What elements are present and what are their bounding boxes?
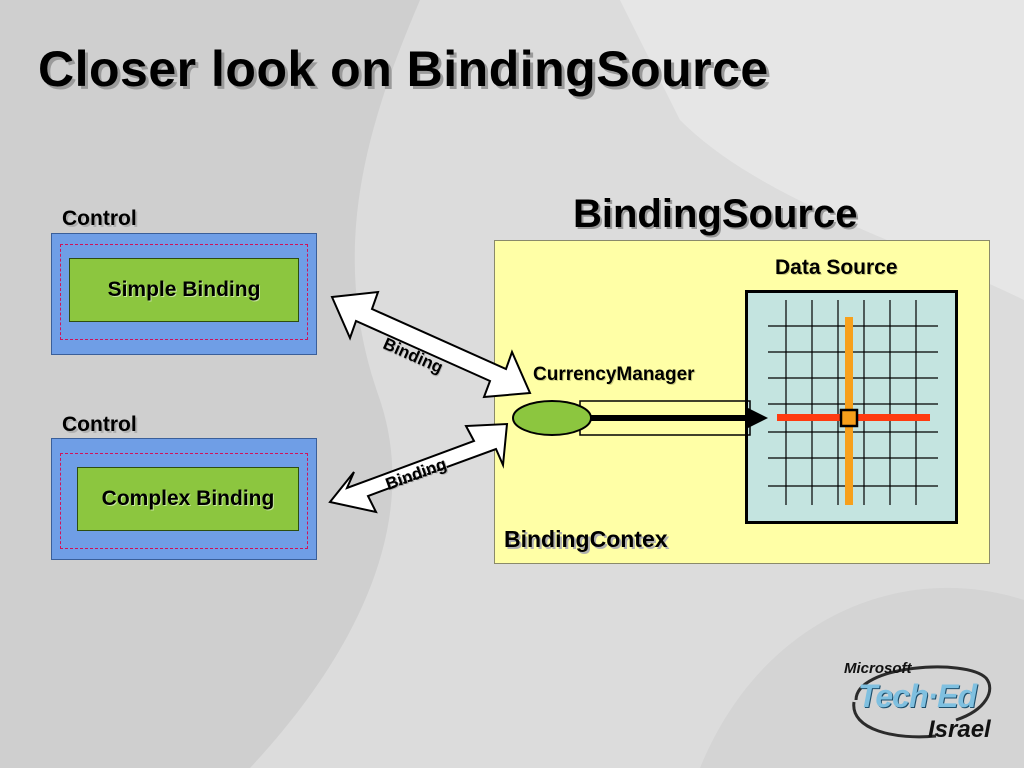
- current-cell-marker: [839, 408, 859, 428]
- binding-arrow-bottom: [328, 422, 509, 514]
- control-box-complex: Complex Binding: [51, 438, 317, 560]
- control-dashed-border: [60, 453, 308, 549]
- pointer-arrowhead: [748, 408, 768, 428]
- logo-event: Tech·Ed: [858, 678, 977, 714]
- binding-source-heading: BindingSource: [573, 192, 858, 236]
- binding-context-label: BindingContex: [504, 526, 668, 552]
- tech-ed-logo: Microsoft Tech·Ed Israel: [836, 650, 1006, 750]
- control-box-simple: Simple Binding: [51, 233, 317, 355]
- data-source-label: Data Source: [775, 256, 898, 279]
- logo-company: Microsoft: [844, 660, 912, 677]
- currency-manager-label: CurrencyManager: [533, 364, 695, 385]
- control-label-1: Control: [62, 207, 137, 230]
- control-label-2: Control: [62, 413, 137, 436]
- slide-title: Closer look on BindingSource: [38, 41, 769, 97]
- logo-country: Israel: [928, 716, 991, 743]
- binding-arrow-top: [330, 290, 532, 399]
- simple-binding-box: Simple Binding: [69, 258, 299, 322]
- logo-swoosh: [852, 665, 992, 739]
- complex-binding-box: Complex Binding: [77, 467, 299, 531]
- control-dashed-border: [60, 244, 308, 340]
- currency-manager-ellipse: [512, 400, 592, 436]
